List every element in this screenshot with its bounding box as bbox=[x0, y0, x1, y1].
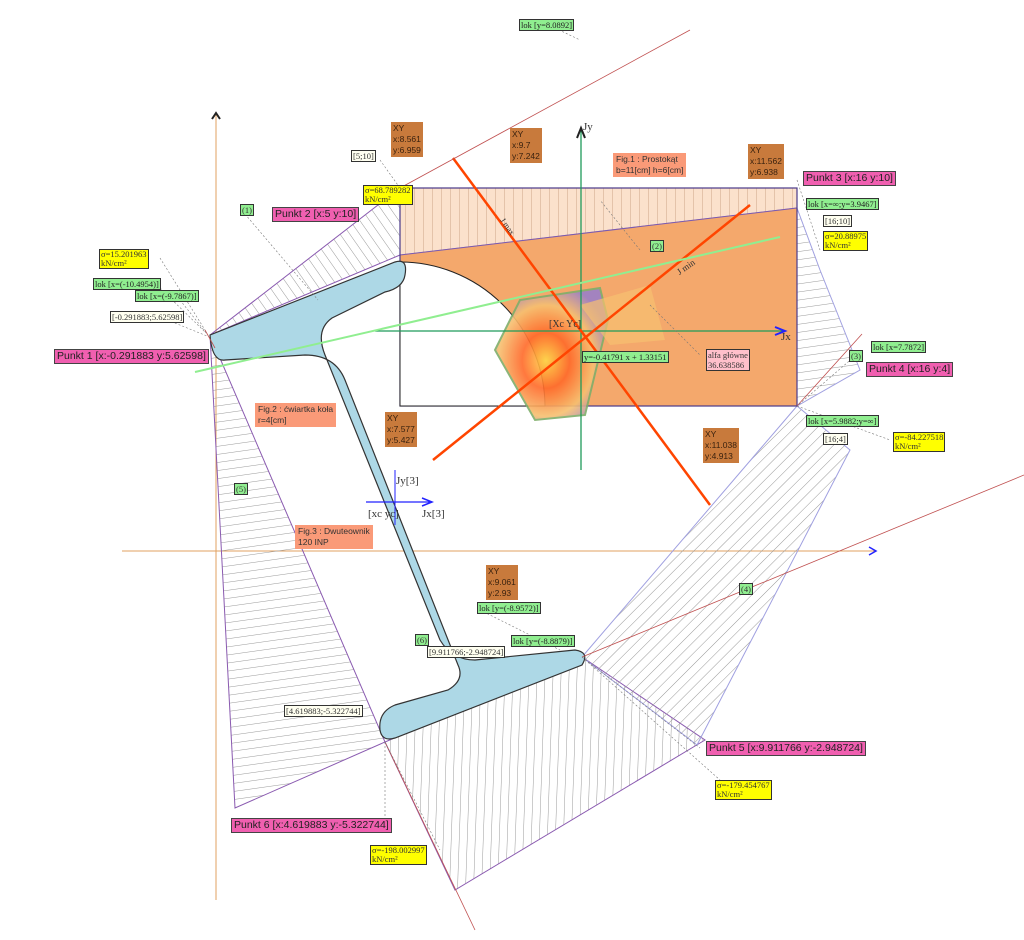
segment-number: (2) bbox=[650, 240, 664, 252]
jx3-label: Jx[3] bbox=[422, 508, 445, 520]
segment-number: (6) bbox=[415, 634, 429, 646]
lok-label: lok [y=8.0892] bbox=[519, 19, 575, 31]
neutral-axis bbox=[194, 236, 781, 373]
jx-label: Jx bbox=[781, 331, 791, 343]
lok-label: lok [x=7.7872] bbox=[871, 341, 927, 353]
jy-label: Jy bbox=[583, 121, 593, 133]
principal-axis-jmin bbox=[432, 204, 751, 461]
global-x-arrow bbox=[868, 546, 878, 556]
coord-label: [9.911766;-2.948724] bbox=[427, 646, 506, 658]
segment-number: (1) bbox=[240, 204, 254, 216]
lok-label: lok [x=5.9882;y=∞] bbox=[806, 415, 879, 427]
punkt-4-label[interactable]: Punkt 4 [x:16 y:4] bbox=[866, 362, 954, 377]
segment-number: (3) bbox=[849, 350, 863, 362]
coord-label: [-0.291883;5.62598] bbox=[110, 311, 185, 323]
punkt-3-label[interactable]: Punkt 3 [x:16 y:10] bbox=[803, 171, 896, 186]
punkt-1-label[interactable]: Punkt 1 [x:-0.291883 y:5.62598] bbox=[54, 349, 209, 364]
jy3-label: Jy[3] bbox=[396, 475, 419, 487]
coord-label: [16;4] bbox=[823, 433, 848, 445]
lok-label: lok [x=∞;y=3.9467] bbox=[806, 198, 879, 210]
lok-label: lok [y=(-8.8879)] bbox=[511, 635, 575, 647]
segment-number: (5) bbox=[234, 483, 248, 495]
centroid-label: [Xc Yc] bbox=[549, 319, 582, 330]
segment-number: (4) bbox=[739, 583, 753, 595]
coord-label: [5;10] bbox=[351, 150, 376, 162]
global-y-arrow bbox=[211, 111, 221, 120]
punkt-2-label[interactable]: Punkt 2 [x:5 y:10] bbox=[272, 207, 360, 222]
lok-label: lok [x=(-9.7867)] bbox=[135, 290, 199, 302]
centroid3-label: [xc yc] bbox=[368, 508, 399, 520]
coord-label: [16;10] bbox=[823, 215, 853, 227]
punkt-5-label[interactable]: Punkt 5 [x:9.911766 y:-2.948724] bbox=[706, 741, 866, 756]
i-beam-figure bbox=[209, 260, 586, 740]
lok-label: lok [y=(-8.9572)] bbox=[477, 602, 541, 614]
lok-label: lok [x=(-10.4954)] bbox=[93, 278, 161, 290]
stress-zone-4 bbox=[581, 405, 851, 746]
punkt-6-label[interactable]: Punkt 6 [x:4.619883 y:-5.322744] bbox=[231, 818, 392, 833]
neutral-axis-equation: y=-0.41791 x + 1.33151 bbox=[582, 351, 669, 363]
principal-axis-jmax bbox=[451, 157, 712, 506]
coord-label: [4.619883;-5.322744] bbox=[284, 705, 363, 717]
